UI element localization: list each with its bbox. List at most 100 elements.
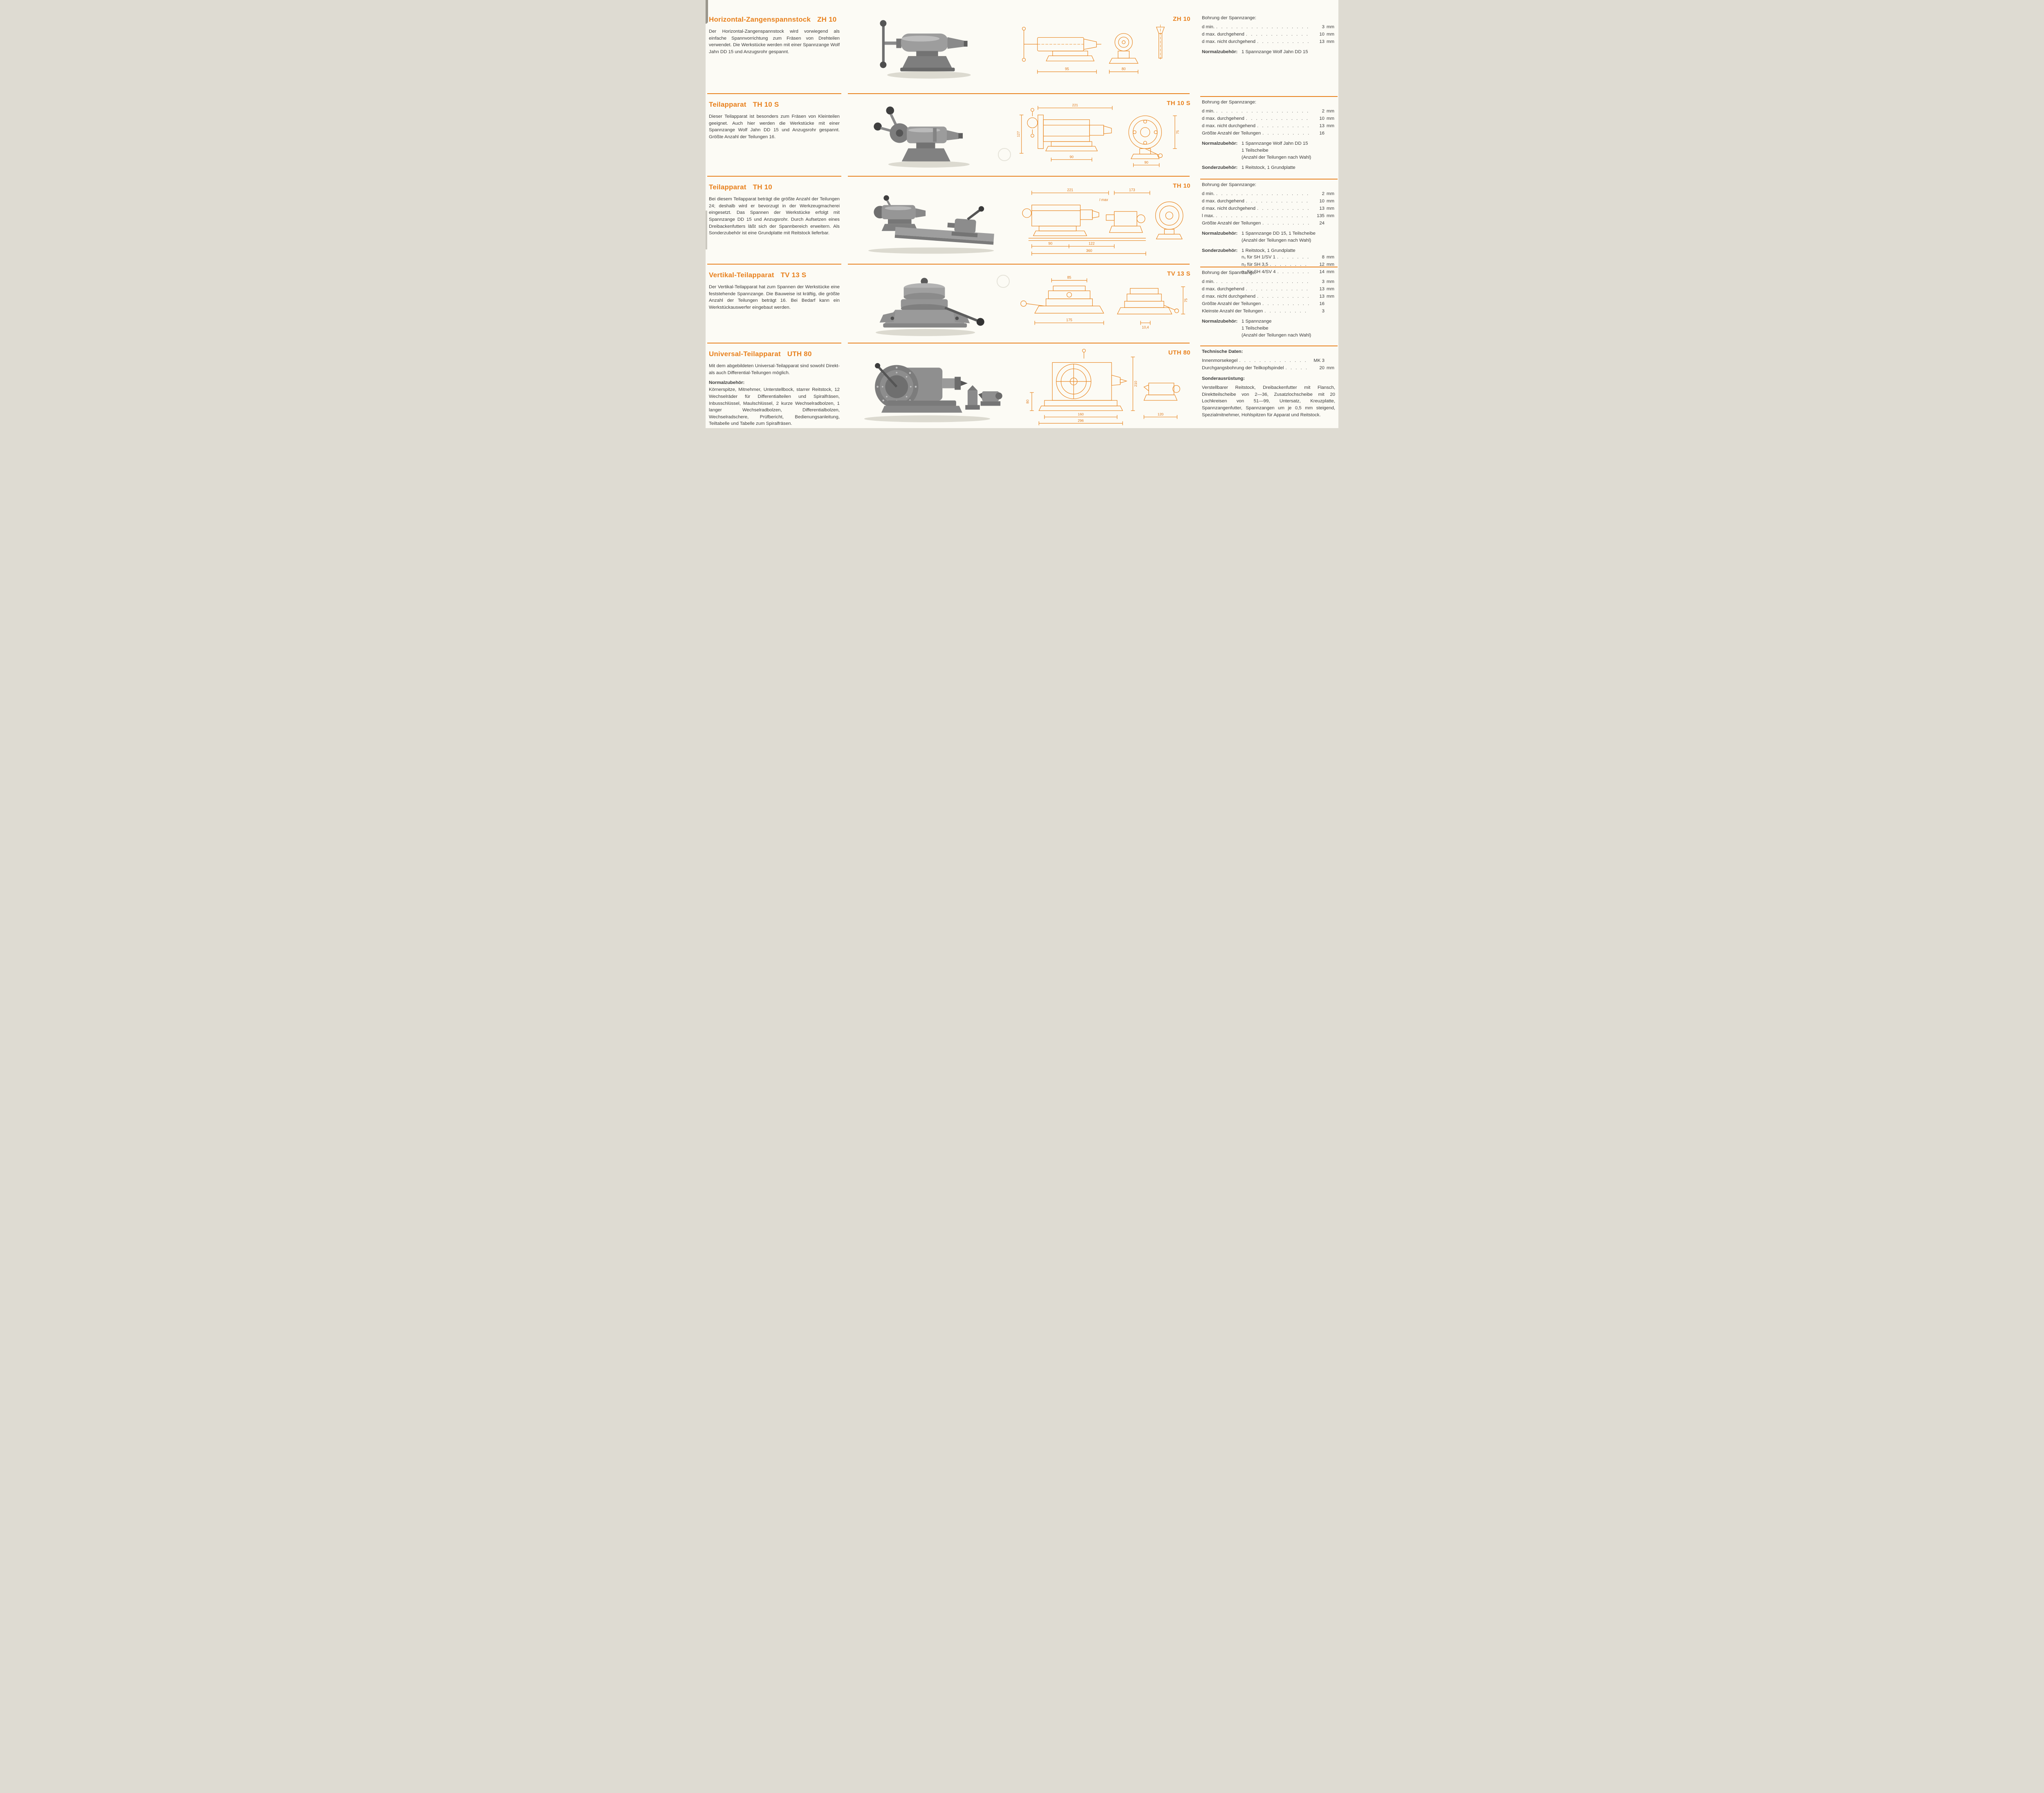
spec-value: 16 [1319, 301, 1325, 306]
spec-row: d min.2mm [1202, 108, 1335, 115]
spec-header: Bohrung der Spannzange: [1202, 270, 1256, 275]
product-model: UTH 80 [787, 350, 812, 358]
zh10-photo-illustration [880, 20, 971, 79]
spec-label: d max. nicht durchgehend [1202, 123, 1256, 128]
dimension-label: 90 [1069, 155, 1074, 159]
spec-unit: mm [1327, 213, 1334, 218]
technical-drawing: ZH 10 [1008, 0, 1195, 93]
accessory-note: Normalzubehör: 1 Spannzange DD 15, 1 Tei… [1202, 230, 1335, 244]
note-label: Sonderzubehör: [1202, 165, 1238, 171]
spec-value: 10 [1319, 198, 1325, 204]
spec-value: 2 [1322, 191, 1325, 196]
dotted-leader [1246, 198, 1309, 205]
product-description: Der Horizontal-Zangenspannstock wird vor… [709, 29, 840, 54]
spec-label: d min. [1202, 109, 1215, 114]
drawing-code-label: TH 10 S [1167, 100, 1190, 107]
spec-header: Bohrung der Spannzange: [1202, 100, 1256, 105]
spec-row: d max. nicht durchgehend13mm [1202, 123, 1335, 130]
spec-unit: mm [1327, 191, 1334, 196]
spec-label: Durchgangsbohrung der Teilkopfspindel [1202, 365, 1284, 370]
spec-unit: mm [1327, 206, 1334, 211]
product-name: Teilapparat [709, 101, 746, 108]
spec-unit: mm [1327, 198, 1334, 204]
dotted-leader [1216, 213, 1309, 220]
spec-label: Innenmorsekegel [1202, 358, 1238, 363]
spec-value: 14 [1319, 269, 1325, 275]
drawing-code-label: TH 10 [1173, 182, 1190, 189]
spec-row: Innenmorsekegel MK 3 [1202, 358, 1335, 364]
spec-column: Bohrung der Spannzange: d min.3mm d max.… [1195, 264, 1338, 343]
scan-artifact [998, 148, 1011, 161]
spec-header: Bohrung der Spannzange: [1202, 182, 1256, 187]
spec-label: Größte Anzahl der Teilungen [1202, 301, 1261, 306]
dimension-label: 122 [1089, 241, 1095, 245]
note-line: 1 Teilscheibe [1242, 148, 1269, 153]
spec-column: Bohrung der Spannzange: d min.2mm d max.… [1195, 93, 1338, 176]
spec-value: 3 [1322, 25, 1325, 29]
drawing-code-label: TV 13 S [1167, 270, 1190, 277]
dimension-label: 120 [1158, 412, 1164, 416]
spec-label: d min. [1202, 25, 1215, 29]
dotted-leader [1257, 294, 1309, 300]
accessory-note: Sonderzubehör: 1 Reitstock, 1 Grundplatt… [1202, 164, 1335, 171]
dimension-label: 175 [1066, 318, 1072, 322]
dimension-label: l max [1099, 197, 1108, 202]
spec-unit: mm [1327, 25, 1334, 29]
spec-row: d max. durchgehend13mm [1202, 286, 1335, 293]
spec-value: MK 3 [1313, 358, 1325, 363]
note-line: 1 Spannzange DD 15, 1 Teilscheibe [1242, 231, 1316, 236]
dimension-label: 75 [1176, 130, 1180, 134]
spec-row: d max. nicht durchgehend13mm [1202, 294, 1335, 300]
spec-value: 20 [1319, 365, 1325, 370]
dotted-leader [1216, 279, 1309, 285]
spec-unit: mm [1327, 39, 1334, 44]
dotted-leader [1286, 365, 1309, 372]
spec-row: Durchgangsbohrung der Teilkopfspindel 20m… [1202, 365, 1335, 372]
note-label: Normalzubehör: [1202, 231, 1238, 236]
note-line: 1 Spannzange [1242, 319, 1272, 324]
technical-drawing: TV 13 S [1008, 264, 1195, 343]
spec-value: 10 [1319, 116, 1325, 121]
note-line: 1 Reitstock, 1 Grundplatte [1242, 165, 1295, 171]
spec-row: Größte Anzahl der Teilungen 16 [1202, 301, 1335, 307]
note-label: Sonderausrüstung: [1202, 376, 1245, 381]
spec-row: n₂ für SH 3,512mm [1202, 262, 1335, 268]
product-model: ZH 10 [817, 16, 837, 23]
spec-unit: mm [1327, 269, 1334, 275]
spec-unit: mm [1327, 255, 1334, 260]
scan-artifact [706, 211, 707, 249]
product-description: Mit dem abgebildeten Universal-Teilappar… [709, 364, 840, 375]
spec-label: Größte Anzahl der Teilungen [1202, 130, 1261, 136]
accessories-text: Körnerspitze, Mitnehmer, Unterstellbock,… [709, 387, 840, 426]
dimension-label: 221 [1072, 103, 1078, 107]
spec-unit: mm [1327, 365, 1334, 370]
spec-row: d max. durchgehend10mm [1202, 31, 1335, 38]
dotted-leader [1239, 358, 1309, 364]
spec-value: 13 [1319, 294, 1325, 299]
dimension-label: 95 [1065, 67, 1069, 71]
spec-value: 3 [1322, 308, 1325, 314]
note-label: Normalzubehör: [1202, 319, 1238, 324]
note-label: Normalzubehör: [1202, 141, 1238, 146]
spec-row: d max. durchgehend10mm [1202, 198, 1335, 205]
dimension-label: 173 [1129, 188, 1135, 192]
dotted-leader [1262, 220, 1309, 227]
spec-unit: mm [1327, 31, 1334, 37]
dimension-label: 90 [1144, 160, 1148, 164]
drawing-code-label: UTH 80 [1168, 349, 1190, 356]
tv13s-technical-drawing: 85 175 75 10,4 [1020, 275, 1188, 329]
product-photo [846, 0, 1008, 93]
note-line: 1 Spannzange Wolf Jahn DD 15 [1242, 49, 1308, 54]
spec-row: n₁ für SH 1/SV 18mm [1202, 254, 1335, 261]
spec-label: n₁ für SH 1/SV 1 [1242, 255, 1275, 260]
spec-label: d max. nicht durchgehend [1202, 206, 1256, 211]
dimension-label: 160 [1078, 412, 1084, 416]
spec-column: Technische Daten: InnenmorsekegelMK 3 Du… [1195, 343, 1338, 428]
